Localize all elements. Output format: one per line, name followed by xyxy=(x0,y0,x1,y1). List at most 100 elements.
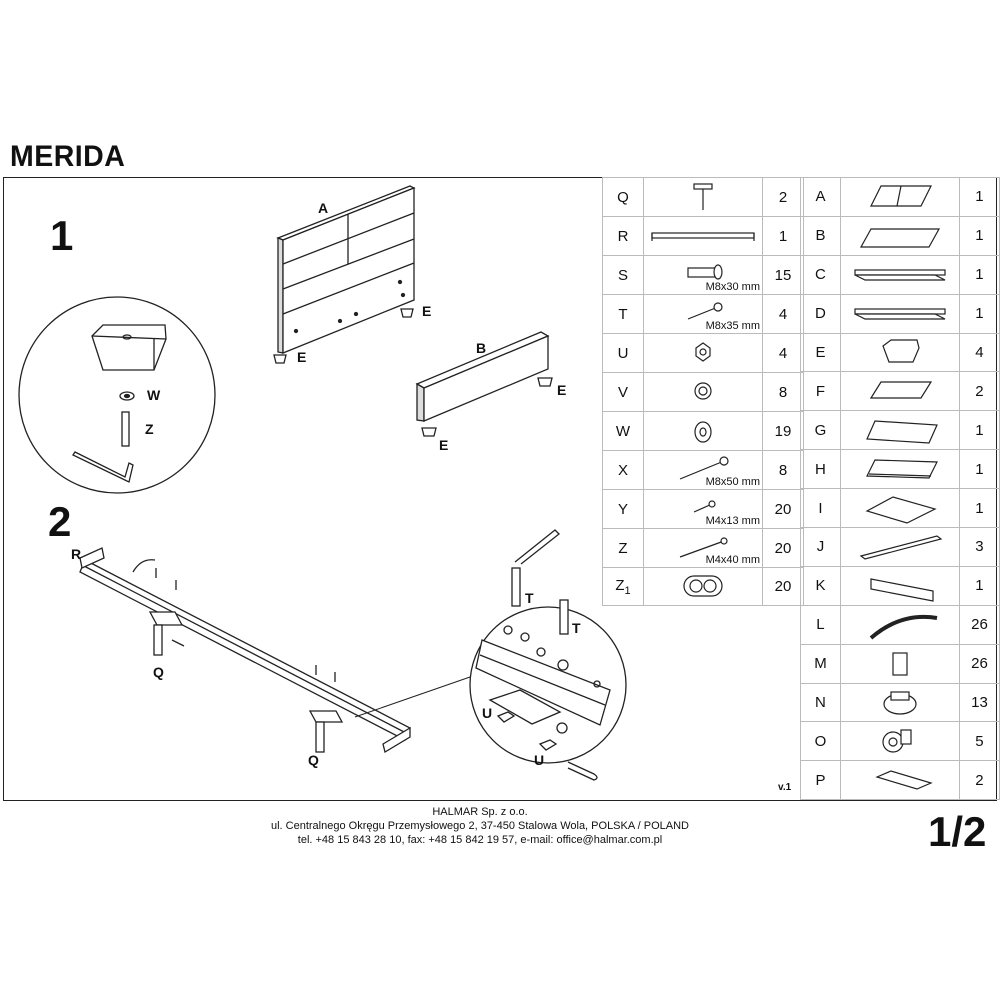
label-part-w: W xyxy=(147,387,161,403)
part-letter: J xyxy=(800,527,841,567)
part-quantity: 4 xyxy=(762,333,804,373)
part-image xyxy=(839,682,960,723)
part-image xyxy=(839,254,960,295)
part-quantity: 1 xyxy=(762,216,804,256)
part-image xyxy=(839,410,960,451)
part-quantity: 2 xyxy=(958,760,1000,801)
part-letter: B xyxy=(800,215,841,256)
label-part-u-1: U xyxy=(482,705,493,721)
footer-contact: tel. +48 15 843 28 10, fax: +48 15 842 1… xyxy=(297,834,663,846)
part-quantity: 4 xyxy=(762,294,804,334)
part-letter: R xyxy=(602,216,644,256)
part-quantity: 1 xyxy=(958,565,1000,606)
slat-holder-icon xyxy=(892,652,908,676)
label-part-r: R xyxy=(71,546,82,562)
part-quantity: 26 xyxy=(958,643,1000,684)
part-quantity: 3 xyxy=(958,527,1000,567)
part-quantity: 20 xyxy=(762,567,804,606)
headboard-drawing xyxy=(273,185,416,364)
part-quantity: 19 xyxy=(762,411,804,451)
label-part-a: A xyxy=(318,200,329,216)
sheet-icon xyxy=(865,496,937,524)
part-quantity: 5 xyxy=(958,721,1000,762)
part-image: M4x13 mm xyxy=(643,489,763,529)
part-quantity: 1 xyxy=(958,488,1000,529)
clip-icon xyxy=(883,690,917,715)
part-quantity: 20 xyxy=(762,489,804,529)
part-image xyxy=(839,332,960,373)
leg-icon xyxy=(882,338,920,363)
step-2-number: 2 xyxy=(48,498,72,545)
part-quantity: 1 xyxy=(958,449,1000,490)
part-quantity: 1 xyxy=(958,215,1000,256)
part-size: M4x40 mm xyxy=(705,554,760,566)
part-image: M8x30 mm xyxy=(643,255,763,295)
part-letter: Z1 xyxy=(602,567,644,606)
footboard-icon xyxy=(859,228,940,248)
part-letter: P xyxy=(800,760,841,801)
label-part-t-1: T xyxy=(525,590,534,606)
part-quantity: 1 xyxy=(958,177,1000,217)
label-part-e-3: E xyxy=(557,382,567,398)
part-image xyxy=(643,411,763,451)
part-letter: S xyxy=(602,255,644,295)
nut-icon xyxy=(695,342,711,362)
panel-icon xyxy=(866,420,938,444)
part-image xyxy=(839,371,960,412)
part-quantity: 4 xyxy=(958,332,1000,373)
detail-circle-1 xyxy=(18,296,216,494)
label-part-e-1: E xyxy=(422,303,432,319)
part-quantity: 2 xyxy=(958,371,1000,412)
part-quantity: 8 xyxy=(762,450,804,490)
wheel-icon xyxy=(882,729,912,754)
side-rail-icon xyxy=(854,269,946,281)
label-part-q-2: Q xyxy=(308,752,319,768)
document-title: MERIDA xyxy=(10,140,126,173)
bar-icon xyxy=(859,535,943,560)
part-size: M8x30 mm xyxy=(705,281,760,293)
footer-company: HALMAR Sp. z o.o. xyxy=(432,806,528,818)
part-image xyxy=(839,721,960,762)
cover-cap-icon xyxy=(683,574,723,597)
part-image: M4x40 mm xyxy=(643,528,763,568)
detail-circle-2 xyxy=(354,529,627,781)
part-letter: Y xyxy=(602,489,644,529)
step-1-number: 1 xyxy=(50,212,74,259)
part-letter: N xyxy=(800,682,841,723)
angle-bracket-icon xyxy=(875,770,933,790)
part-image xyxy=(643,567,763,606)
part-letter: X xyxy=(602,450,644,490)
part-quantity: 8 xyxy=(762,372,804,412)
part-image: M8x50 mm xyxy=(643,450,763,490)
bolt-icon xyxy=(687,264,723,280)
label-part-e-4: E xyxy=(439,437,449,453)
t-bracket-icon xyxy=(693,183,713,210)
part-letter: F xyxy=(800,371,841,412)
part-letter: T xyxy=(602,294,644,334)
plate-icon xyxy=(869,381,932,399)
part-image xyxy=(839,488,960,529)
part-image xyxy=(839,565,960,606)
part-quantity: 1 xyxy=(958,293,1000,334)
part-quantity: 2 xyxy=(762,177,804,217)
part-letter: L xyxy=(800,604,841,645)
part-letter: A xyxy=(800,177,841,217)
label-part-b: B xyxy=(476,340,487,356)
